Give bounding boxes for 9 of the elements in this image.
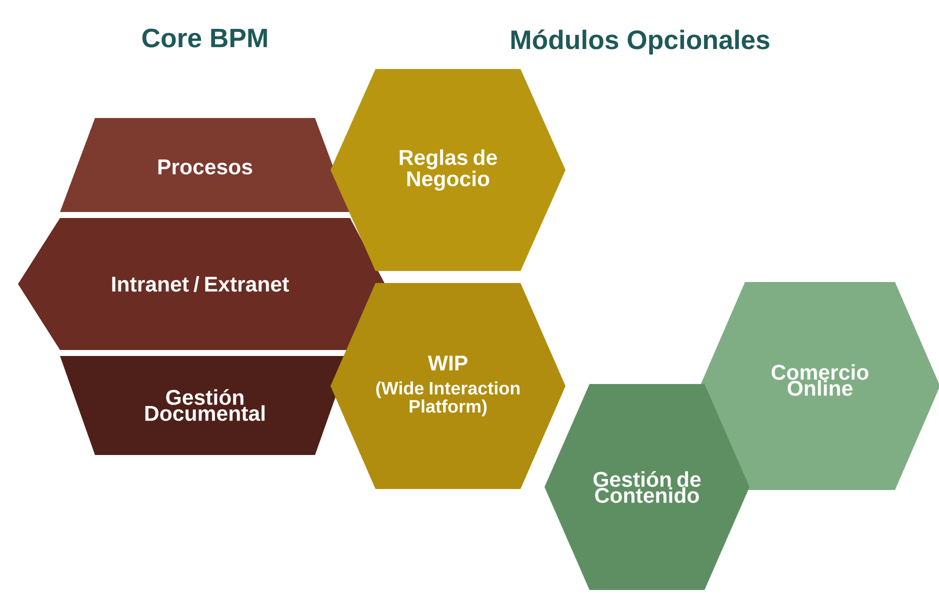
heading: Core BPM — [142, 28, 267, 48]
hexagon: Gestión de Contenido — [544, 384, 750, 590]
hexagon-band: Procesos — [60, 118, 350, 212]
hexagon-band: Gestión Documental — [60, 356, 350, 455]
heading: Módulos Opcionales — [511, 29, 770, 55]
hexagon: Comercio Online — [700, 282, 939, 490]
hexagon: WIP (Wide Interaction Platform) — [330, 283, 566, 489]
hexagon-band: Intranet / Extranet — [18, 218, 385, 350]
hexagon: Reglas de Negocio — [330, 69, 566, 271]
